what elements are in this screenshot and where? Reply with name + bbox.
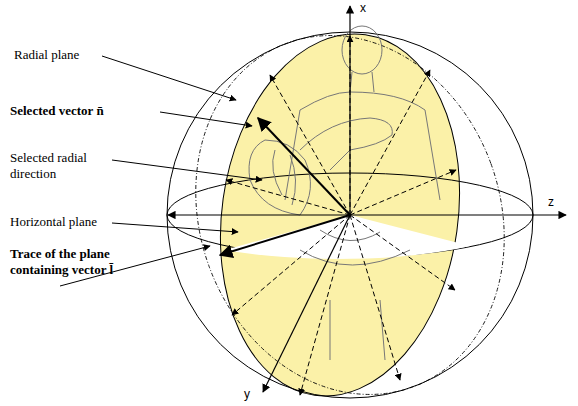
part-label: Selected radial direction [10,150,110,182]
part-label: Horizontal plane [10,214,114,230]
axis-label: y [244,386,264,402]
vector-label: Trace of the plane containing vector l̄ [10,246,160,278]
axis-label: x [360,0,380,16]
axis-label: z [548,194,568,210]
part-label: Radial plane [14,47,124,63]
vector-label: Selected vector n̄ [10,103,160,119]
